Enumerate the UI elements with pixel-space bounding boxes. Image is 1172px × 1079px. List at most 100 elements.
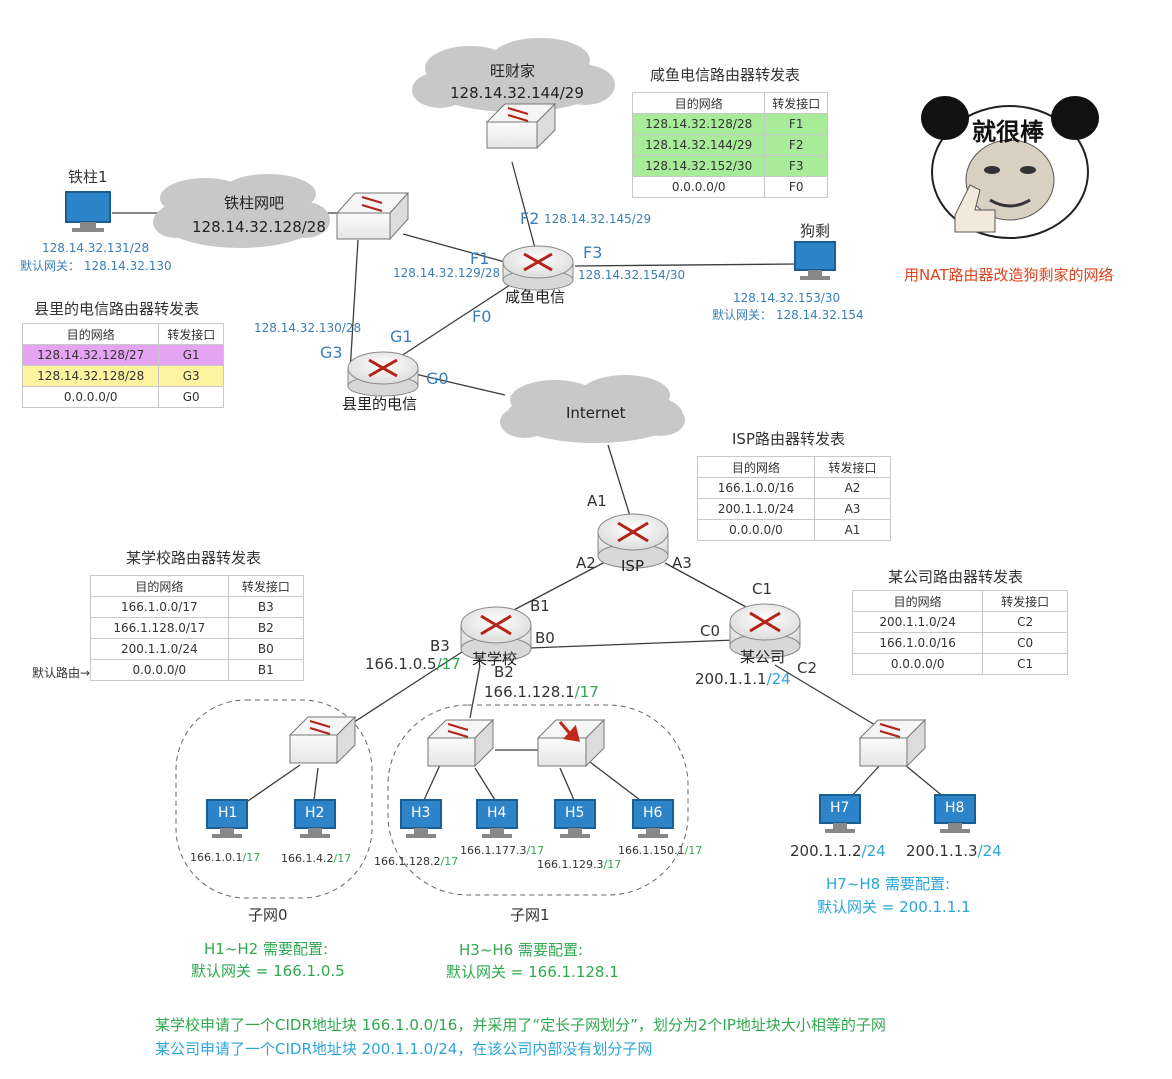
table-cell: 128.14.32.128/27 bbox=[21, 344, 160, 366]
table-cell: 128.14.32.128/28 bbox=[21, 365, 160, 387]
ip-b2-mask: /17 bbox=[574, 683, 599, 701]
h1h2-config: H1~H2 需要配置: bbox=[204, 940, 329, 958]
host-h1-ip-addr: 166.1.0.1 bbox=[190, 851, 243, 864]
ip-f1: 128.14.32.129/28 bbox=[393, 266, 501, 280]
table-header: 转发接口 bbox=[764, 92, 828, 114]
cloud-internet bbox=[500, 375, 685, 443]
host-h5-ip-mask: /17 bbox=[603, 858, 622, 871]
table-cell: 0.0.0.0/0 bbox=[631, 176, 766, 198]
table-cell: 128.14.32.152/30 bbox=[631, 155, 766, 177]
cloud-wangcaijia bbox=[412, 38, 615, 112]
table-company-title: 某公司路由器转发表 bbox=[888, 568, 1024, 586]
subnet1-box bbox=[387, 704, 689, 896]
host-h3-ip-mask: /17 bbox=[440, 855, 459, 868]
host-h6-monitor bbox=[632, 799, 674, 838]
link-isp-school bbox=[509, 561, 606, 613]
host-h8-monitor bbox=[934, 794, 976, 833]
table-cell: G1 bbox=[158, 344, 224, 366]
link-xianli-xianyu bbox=[394, 284, 511, 361]
link-switch1-h3 bbox=[423, 764, 441, 801]
ip-b3-addr: 166.1.0.5 bbox=[365, 655, 437, 673]
gw-tiezhu1: 默认网关： 128.14.32.130 bbox=[20, 259, 172, 273]
host-h3-label: H3 bbox=[411, 805, 431, 821]
host-h3-monitor bbox=[400, 799, 442, 838]
table-header: 目的网络 bbox=[697, 456, 815, 478]
cloud-tiezhu bbox=[153, 174, 330, 248]
table-cell: 0.0.0.0/0 bbox=[697, 519, 815, 541]
if-company-c1: C1 bbox=[752, 580, 773, 598]
table-cell: 0.0.0.0/0 bbox=[90, 659, 229, 681]
cloud-wangcaijia-name: 旺财家 bbox=[490, 62, 536, 80]
switch-wangcaijia bbox=[485, 102, 557, 150]
h3h6-gateway: 默认网关 = 166.1.128.1 bbox=[446, 963, 619, 981]
table-cell: F0 bbox=[764, 176, 828, 198]
host-h4-ip-mask: /17 bbox=[526, 844, 545, 857]
table-cell: 200.1.1.0/24 bbox=[697, 498, 815, 520]
host-goushen-label: 狗剩 bbox=[800, 222, 831, 240]
host-h2-ip-mask: /17 bbox=[333, 852, 352, 865]
host-h8-ip-mask: /24 bbox=[977, 842, 1002, 860]
switch-tiezhu bbox=[335, 191, 410, 241]
if-xianli-g1: G1 bbox=[390, 327, 413, 346]
if-school-b0: B0 bbox=[535, 629, 555, 647]
table-header: 转发接口 bbox=[227, 575, 305, 597]
host-h6-ip: 166.1.150.1/17 bbox=[618, 844, 702, 857]
table-cell: 200.1.1.0/24 bbox=[90, 638, 229, 660]
link-school-company bbox=[529, 639, 736, 649]
table-cell: C1 bbox=[982, 653, 1068, 675]
router-xianyu bbox=[502, 245, 574, 291]
if-xianyu-f0: F0 bbox=[472, 307, 492, 326]
table-xianli-title: 县里的电信路由器转发表 bbox=[34, 300, 200, 318]
link-school-switch1 bbox=[469, 664, 481, 719]
host-h4-ip: 166.1.177.3/17 bbox=[460, 844, 544, 857]
router-isp bbox=[597, 513, 669, 569]
table-cell: C2 bbox=[982, 611, 1068, 633]
table-cell: G3 bbox=[158, 365, 224, 387]
table-cell: F2 bbox=[764, 134, 828, 156]
table-isp-title: ISP路由器转发表 bbox=[732, 430, 845, 448]
ip-goushen: 128.14.32.153/30 bbox=[733, 291, 841, 305]
host-h8-ip-addr: 200.1.1.3 bbox=[906, 842, 978, 860]
table-cell: 0.0.0.0/0 bbox=[851, 653, 984, 675]
if-xianli-g3: G3 bbox=[320, 343, 343, 362]
subnet1-label: 子网1 bbox=[510, 906, 550, 924]
h7h8-gateway: 默认网关 = 200.1.1.1 bbox=[817, 898, 971, 916]
link-school-switch0 bbox=[344, 649, 466, 729]
table-cell: 128.14.32.128/28 bbox=[631, 113, 766, 135]
table-cell: 128.14.32.144/29 bbox=[631, 134, 766, 156]
cloud-wangcaijia-net: 128.14.32.144/29 bbox=[450, 84, 584, 102]
school-cidr-note: 某学校申请了一个CIDR地址块 166.1.0.0/16，并采用了“定长子网划分… bbox=[155, 1016, 886, 1034]
table-cell: A3 bbox=[813, 498, 892, 520]
if-school-b3: B3 bbox=[430, 637, 450, 655]
link-wangcaijia-xianyu bbox=[511, 161, 536, 249]
table-cell: B0 bbox=[227, 638, 305, 660]
table-cell: F1 bbox=[764, 113, 828, 135]
if-company-c0: C0 bbox=[700, 622, 721, 640]
ip-f3: 128.14.32.154/30 bbox=[578, 268, 686, 282]
host-h4-ip-addr: 166.1.177.3 bbox=[460, 844, 527, 857]
ip-b2-addr: 166.1.128.1 bbox=[484, 683, 575, 701]
if-isp-a1: A1 bbox=[587, 492, 607, 510]
link-switch-xianli bbox=[349, 239, 359, 373]
router-xianli bbox=[347, 351, 419, 397]
switch-subnet0 bbox=[288, 715, 357, 765]
ip-c2: 200.1.1.1/24 bbox=[695, 670, 791, 688]
router-xianyu-label: 咸鱼电信 bbox=[505, 288, 566, 306]
table-cell: A2 bbox=[813, 477, 892, 499]
router-school-label: 某学校 bbox=[472, 650, 518, 668]
host-h7-label: H7 bbox=[830, 800, 850, 816]
if-xianyu-f1: F1 bbox=[470, 249, 490, 268]
ip-f2: 128.14.32.145/29 bbox=[544, 212, 652, 226]
ip-b3: 166.1.0.5/17 bbox=[365, 655, 461, 673]
host-tiezhu1-label: 铁柱1 bbox=[68, 168, 108, 186]
subnet0-label: 子网0 bbox=[248, 906, 288, 924]
link-switch2-h5 bbox=[559, 767, 575, 801]
table-cell: B1 bbox=[227, 659, 305, 681]
if-school-b1: B1 bbox=[530, 597, 550, 615]
host-h5-ip: 166.1.129.3/17 bbox=[537, 858, 621, 871]
table-cell: 166.1.128.0/17 bbox=[90, 617, 229, 639]
